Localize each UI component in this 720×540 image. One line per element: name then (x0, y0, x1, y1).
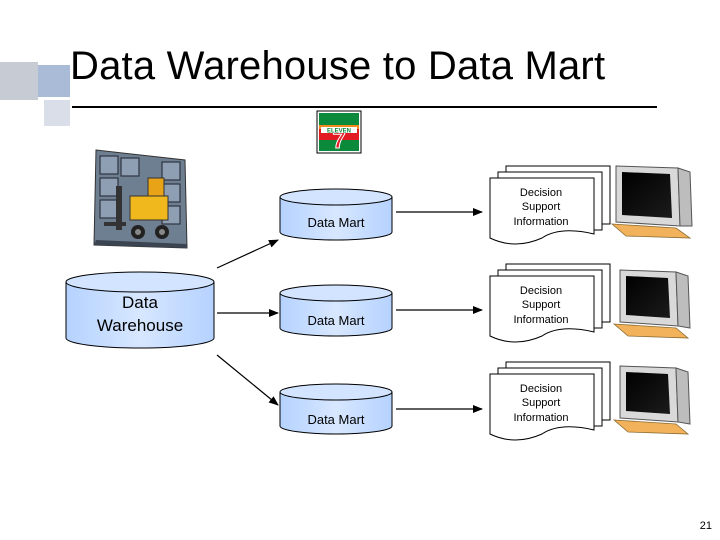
logo-numeral: 7 (332, 127, 345, 154)
dss-label-line2: Support (522, 299, 561, 311)
arrow-warehouse-to-mart-3 (216, 354, 279, 406)
dss-label-line1: Decision (520, 285, 562, 297)
corner-square-light (44, 100, 70, 126)
data-mart-cylinder: Data Mart (279, 383, 393, 435)
warehouse-label-line1: Data (122, 293, 158, 312)
page-number: 21 (699, 520, 712, 532)
seven-eleven-logo-icon: 7 ELEVEN (316, 110, 362, 155)
computer-monitor-icon (612, 269, 691, 339)
data-mart-label: Data Mart (307, 215, 364, 230)
computer-monitor-icon (610, 165, 693, 239)
decision-support-document-stack: Decision Support Information (489, 165, 611, 245)
warehouse-label-line2: Warehouse (97, 316, 183, 335)
slide-title: Data Warehouse to Data Mart (70, 44, 606, 88)
dss-label-line3: Information (513, 314, 568, 326)
arrow-warehouse-to-mart-1 (216, 239, 279, 269)
data-warehouse-cylinder: Data Warehouse (65, 271, 215, 349)
dss-label-line3: Information (513, 216, 568, 228)
data-mart-label: Data Mart (307, 412, 364, 427)
data-mart-cylinder: Data Mart (279, 284, 393, 337)
logo-text: ELEVEN (327, 129, 351, 135)
computer-monitor-icon (612, 365, 691, 435)
title-underline (72, 106, 657, 108)
data-mart-cylinder: Data Mart (279, 188, 393, 241)
decision-support-document-stack: Decision Support Information (489, 361, 611, 441)
data-mart-label: Data Mart (307, 313, 364, 328)
dss-label-line1: Decision (520, 187, 562, 199)
dss-label-line3: Information (513, 412, 568, 424)
warehouse-forklift-icon (93, 149, 188, 249)
dss-label-line2: Support (522, 397, 561, 409)
dss-label-line2: Support (522, 201, 561, 213)
corner-square-blue (38, 65, 70, 97)
corner-square-gray (0, 62, 38, 100)
decision-support-document-stack: Decision Support Information (489, 263, 611, 343)
dss-label-line1: Decision (520, 383, 562, 395)
